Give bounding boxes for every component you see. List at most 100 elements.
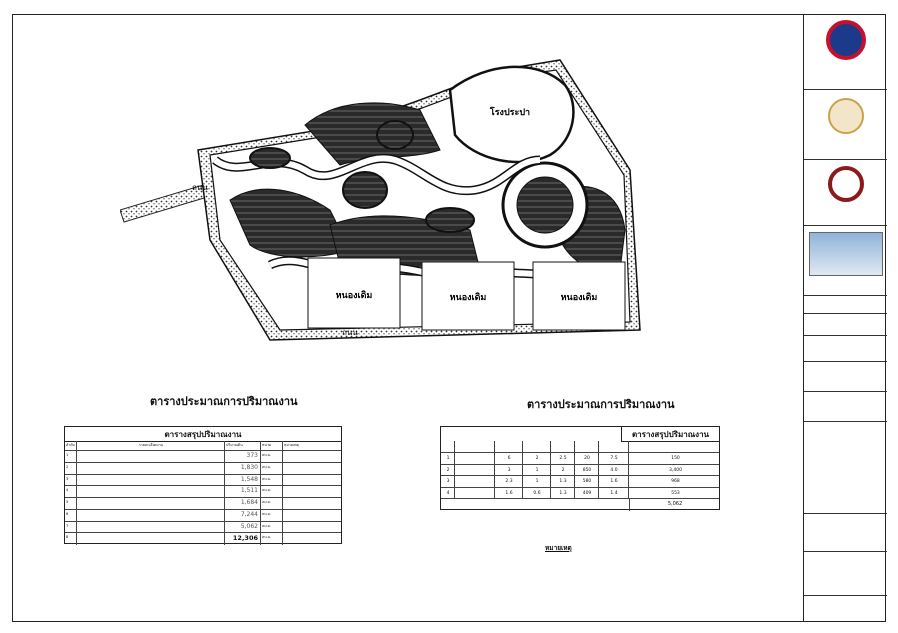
logo-cell-3 — [804, 160, 887, 226]
remarks-title: หมายเหตุ — [545, 544, 572, 552]
table-cell-b: 0.6 — [523, 487, 551, 498]
drawing-sheet-border — [12, 14, 886, 622]
table-cell-desc — [77, 498, 225, 509]
table-cell-c: 1.3 — [551, 476, 575, 487]
water-plant-area — [448, 65, 575, 164]
table-cell-desc — [77, 533, 225, 545]
table-cell-d: 850 — [575, 464, 599, 475]
table-cell-a: 3 — [495, 464, 523, 475]
table-cell-desc — [77, 486, 225, 497]
right-table-header-row — [441, 441, 719, 453]
road-label-bottom: ถนน — [342, 328, 358, 337]
table-cell-a: 2.3 — [495, 476, 523, 487]
table-cell-no: 6 — [65, 509, 77, 521]
table-cell-c: 1.3 — [551, 487, 575, 498]
table-cell-qty: 12,306 — [225, 533, 261, 545]
faculty-logo — [809, 232, 883, 276]
table-cell-name — [455, 476, 495, 487]
right-heading: ตารางประมาณการปริมาณงาน — [527, 398, 675, 411]
table-cell-unit: ลบ.ม. — [261, 451, 283, 462]
title-block — [803, 14, 887, 622]
left-heading: ตารางประมาณการปริมาณงาน — [150, 395, 298, 408]
table-cell-name — [455, 487, 495, 498]
table-cell-d: 580 — [575, 476, 599, 487]
table-cell-no: 1 — [65, 451, 77, 462]
table-cell-d: 409 — [575, 487, 599, 498]
table-cell-note — [283, 533, 343, 545]
table-cell-qty: 7,244 — [225, 509, 261, 521]
table-cell-a: 1.6 — [495, 487, 523, 498]
table-cell-qty: 5,062 — [225, 521, 261, 533]
table-cell-f: 968 — [671, 479, 680, 484]
table-cell-desc — [77, 451, 225, 462]
table-cell-no: 5 — [65, 498, 77, 509]
table-cell-f: 150 — [671, 456, 680, 461]
table-cell-unit: ลบ.ม. — [261, 509, 283, 521]
table-cell-desc — [77, 474, 225, 486]
table-cell-b: 1 — [523, 464, 551, 475]
table-cell-c: 2 — [551, 464, 575, 475]
table-cell-unit: ลบ.ม. — [261, 533, 283, 545]
table-cell-unit: ลบ.ม. — [261, 462, 283, 474]
logo-cell-2 — [804, 90, 887, 160]
water-plant-label: โรงประปา — [489, 106, 530, 118]
table-cell-note — [283, 451, 343, 462]
table-cell-no: 2 — [441, 464, 455, 475]
table-cell-e: 1.6 — [599, 476, 629, 487]
logo-cell-1 — [804, 14, 887, 90]
pond-2 — [421, 261, 515, 331]
table-cell-name — [455, 453, 495, 464]
table-cell-no: 8 — [65, 533, 77, 545]
table-cell-b: 1 — [523, 476, 551, 487]
pond-label-1: หนองเดิม — [336, 290, 373, 301]
table-cell-no: 2 — [65, 462, 77, 474]
table-cell-no: 1 — [441, 453, 455, 464]
road-label-top: ถนน — [192, 183, 208, 192]
table-cell-d: 20 — [575, 453, 599, 464]
table-cell-no: 7 — [65, 521, 77, 533]
table-cell-f: 553 — [671, 490, 680, 496]
table-cell-unit: ลบ.ม. — [261, 474, 283, 486]
table-cell-no: 3 — [65, 474, 77, 486]
pond-label-3: หนองเดิม — [561, 292, 598, 303]
table-cell-unit: ลบ.ม. — [261, 486, 283, 497]
table-cell-qty: 1,830 — [225, 462, 261, 474]
left-table-header-row: ลำดับ รายละเอียดงาน ปริมาณดิน หน่วย หมาย… — [65, 441, 341, 451]
table-cell-note — [283, 463, 343, 474]
table-cell-unit: ลบ.ม. — [261, 498, 283, 509]
pond-3 — [532, 261, 626, 331]
table-cell-no: 4 — [441, 487, 455, 498]
table-cell-note — [283, 498, 343, 509]
table-cell-note — [283, 522, 343, 533]
table-cell-b: 2 — [523, 453, 551, 464]
table-cell-c: 2.5 — [551, 453, 575, 464]
table-cell-qty: 1,548 — [225, 474, 261, 486]
table-cell-note — [283, 486, 343, 497]
foundation-seal — [828, 98, 864, 134]
right-table-title: ตารางสรุปปริมาณงาน — [621, 427, 719, 442]
table-cell-no: 3 — [441, 476, 455, 487]
right-total-value: 5,062 — [629, 499, 721, 511]
table-cell-e: 7.5 — [599, 453, 629, 464]
table-cell-name — [455, 464, 495, 475]
table-cell-f: 3,400 — [669, 467, 682, 473]
pond-label-2: หนองเดิม — [450, 292, 487, 303]
table-cell-a: 6 — [495, 453, 523, 464]
site-plan-drawing: หนองเดิม หนองเดิม หนองเดิม โรงประปา ถนน … — [120, 59, 641, 341]
left-summary-table: ตารางสรุปปริมาณงาน ลำดับ รายละเอียดงาน ป… — [64, 426, 343, 545]
association-seal — [828, 166, 864, 202]
table-cell-e: 4.0 — [599, 464, 629, 475]
table-cell-desc — [77, 462, 225, 474]
